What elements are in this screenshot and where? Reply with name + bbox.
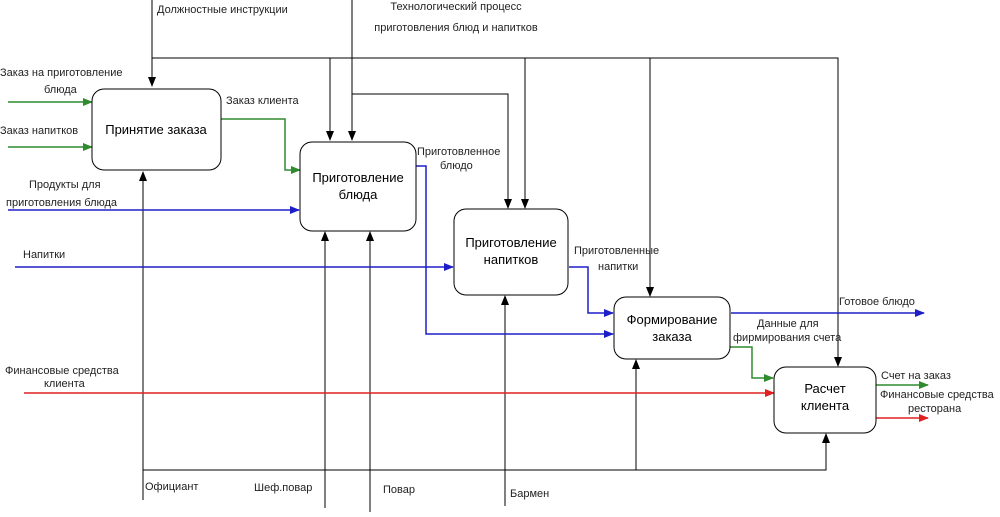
box-form-label-line-1: Формирование — [627, 312, 718, 327]
label-rest-funds-2: ресторана — [908, 403, 962, 415]
label-prepared-dish-1: Приготовленное — [417, 146, 500, 158]
label-bill: Счет на заказ — [881, 370, 951, 382]
label-tech-process-1: Технологический процесс — [390, 1, 522, 13]
money-flows — [24, 389, 929, 422]
bill-data-arrow — [730, 346, 774, 382]
box-pay-frame — [773, 366, 877, 434]
box-form-label-line-2: заказа — [652, 329, 692, 344]
svg-text:Принятие заказа: Принятие заказа — [105, 122, 207, 137]
client-order-arrow — [221, 118, 301, 174]
label-drinks-in: Напитки — [23, 249, 65, 261]
label-bill-data-1: Данные для — [757, 318, 819, 330]
box-pay-label-line-1: Расчет — [804, 381, 845, 396]
label-prepared-dish-2: блюдо — [440, 160, 473, 172]
arrow-labels: Должностные инструкции Технологический п… — [0, 1, 995, 500]
box-cook: Приготовление блюда — [299, 141, 417, 232]
label-order-dish-1: Заказ на приготовление — [0, 67, 123, 79]
label-prepared-drinks-2: напитки — [598, 261, 638, 273]
box-cook-label-line-2: блюда — [339, 187, 378, 202]
control-tech-to-drinks — [352, 93, 512, 209]
box-drinks: Приготовление напитков — [453, 208, 569, 296]
box-cook-label-line-1: Приготовление — [312, 170, 403, 185]
label-client-funds-1: Финансовые средства — [5, 365, 120, 377]
box-form-frame — [613, 296, 731, 360]
box-order-label: Принятие заказа — [105, 122, 207, 137]
box-form: Формирование заказа — [613, 296, 731, 360]
label-tech-process-2: приготовления блюд и напитков — [374, 22, 538, 34]
label-client-order: Заказ клиента — [226, 95, 300, 107]
label-client-funds-2: клиента — [44, 378, 86, 390]
box-order-frame — [91, 88, 222, 171]
label-barman: Бармен — [510, 488, 549, 500]
control-top-bus — [152, 57, 842, 367]
label-bill-data-2: фирмирования счета — [733, 332, 842, 344]
control-arrows — [148, 0, 842, 367]
label-job-instructions: Должностные инструкции — [157, 4, 288, 16]
label-products-1: Продукты для — [29, 179, 101, 191]
box-pay: Расчет клиента — [773, 366, 877, 434]
mechanism-bottom-bus — [143, 433, 830, 471]
label-chef: Шеф.повар — [254, 482, 312, 494]
box-order: Принятие заказа — [91, 88, 222, 171]
prepared-dish-arrow — [416, 165, 614, 338]
prepared-drinks-arrow — [569, 266, 614, 317]
box-drinks-label-line-2: напитков — [484, 252, 539, 267]
box-drinks-label-line-1: Приготовление — [465, 235, 556, 250]
label-ready-dish: Готовое блюдо — [839, 296, 915, 308]
label-order-dish-2: блюда — [44, 84, 78, 96]
box-cook-frame — [299, 141, 417, 232]
label-cook: Повар — [383, 484, 415, 496]
material-flows — [8, 165, 925, 338]
label-products-2: приготовления блюда — [6, 197, 118, 209]
box-drinks-frame — [453, 208, 569, 296]
label-prepared-drinks-1: Приготовленные — [574, 245, 659, 257]
order-flows — [8, 98, 929, 389]
box-pay-label-line-2: клиента — [801, 398, 850, 413]
label-waiter: Официант — [145, 481, 198, 493]
label-order-drinks: Заказ напитков — [0, 125, 78, 137]
mechanism-arrows — [139, 171, 830, 512]
label-rest-funds-1: Финансовые средства — [880, 389, 995, 401]
